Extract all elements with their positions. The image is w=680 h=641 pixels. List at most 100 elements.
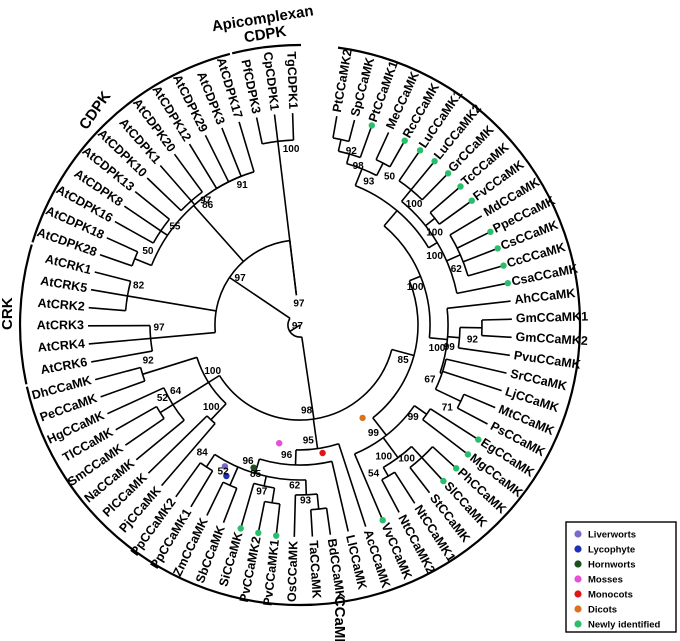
- branch-84: [214, 453, 306, 481]
- support-value-34: 52: [157, 393, 169, 404]
- branch-5: [372, 280, 419, 419]
- branch-105: [190, 470, 214, 508]
- branch-3: [218, 349, 393, 421]
- branch-147: [134, 190, 170, 220]
- branch-152: [173, 153, 203, 193]
- branch-91: [293, 494, 297, 537]
- branch-11: [346, 162, 378, 177]
- branch-116: [159, 404, 174, 414]
- legend-label: Dicots: [588, 605, 617, 616]
- branch-155: [188, 143, 218, 189]
- legend-label: Liverworts: [588, 530, 636, 541]
- taxon-markers: [221, 122, 511, 539]
- branch-62: [422, 408, 432, 421]
- branch-65: [382, 437, 399, 459]
- taxon-marker: [255, 529, 262, 537]
- leaf-label: GmCCaMK2: [515, 330, 588, 348]
- clade-label: CRK: [0, 297, 16, 330]
- branch-1: [287, 317, 302, 338]
- leaf-label: TaCCaMK: [306, 540, 323, 599]
- support-value-22: 95: [303, 435, 315, 446]
- support-value-36: 97: [235, 273, 247, 284]
- branch-156: [204, 134, 230, 183]
- branch-101: [222, 487, 238, 523]
- support-value-20: 100: [398, 453, 415, 464]
- branch-145: [114, 220, 154, 244]
- leaf-label: GmCCaMK1: [516, 309, 589, 325]
- taxon-marker: [464, 451, 472, 458]
- branch-10: [354, 168, 363, 186]
- branch-119: [115, 405, 157, 431]
- branch-115: [135, 419, 185, 461]
- branch-37: [456, 231, 491, 249]
- branch-6: [409, 275, 421, 282]
- branch-121: [142, 356, 198, 376]
- leaf-label: BdCCaMK: [325, 538, 348, 600]
- branch-106: [175, 462, 202, 498]
- branch-88: [310, 507, 327, 511]
- branch-120: [107, 387, 165, 415]
- support-value-39: 86: [202, 200, 214, 211]
- taxon-marker: [319, 449, 326, 457]
- support-value-26: 93: [300, 496, 312, 507]
- legend: LiverwortsLycophyteHornwortsMossesMonoco…: [565, 521, 677, 633]
- branch-56: [456, 393, 465, 409]
- support-value-6: 92: [346, 146, 358, 157]
- taxon-marker: [273, 532, 280, 539]
- branch-72: [382, 467, 389, 477]
- branch-19: [375, 162, 384, 176]
- branch-50: [458, 347, 510, 357]
- branch-144: [152, 218, 171, 244]
- support-value-11: 62: [451, 264, 463, 275]
- legend-swatch: [574, 545, 582, 553]
- support-value-41: 55: [169, 222, 181, 233]
- taxon-marker: [359, 414, 366, 422]
- branch-44: [447, 335, 460, 339]
- clade-bracket: [18, 244, 33, 385]
- support-value-25: 62: [289, 481, 301, 492]
- support-value-19: 100: [375, 451, 392, 462]
- branch-126: [214, 239, 290, 333]
- branch-163: [255, 117, 263, 145]
- taxon-marker: [457, 183, 464, 190]
- support-value-7: 50: [384, 172, 396, 183]
- branch-25: [400, 189, 412, 202]
- branch-31: [429, 212, 440, 225]
- branch-14: [337, 139, 342, 152]
- branch-23: [428, 241, 438, 249]
- branch-55: [435, 388, 462, 403]
- taxon-marker: [368, 122, 375, 129]
- branch-69: [432, 446, 457, 469]
- clade-label: CDPK: [76, 88, 114, 133]
- branch-30: [425, 217, 436, 227]
- taxon-marker: [500, 262, 507, 269]
- branch-38: [462, 247, 498, 263]
- support-value-8: 100: [426, 251, 443, 262]
- branch-85: [305, 479, 308, 495]
- taxon-marker: [379, 517, 386, 524]
- branch-89: [325, 507, 332, 535]
- branch-73: [381, 471, 396, 481]
- legend-swatch: [574, 590, 582, 598]
- branch-99: [229, 466, 239, 486]
- branch-158: [238, 121, 255, 173]
- branch-104: [199, 462, 214, 472]
- support-value-45: 100: [283, 144, 300, 155]
- support-value-27: 85: [250, 469, 262, 480]
- branch-136: [94, 271, 131, 282]
- support-value-0: 97: [292, 321, 304, 332]
- legend-label: Monocots: [588, 590, 633, 601]
- branch-20: [375, 158, 391, 168]
- support-value-14: 92: [467, 334, 479, 345]
- branch-113: [172, 381, 209, 406]
- leaf-label: AtCRK4: [37, 337, 85, 355]
- branch-18: [359, 125, 373, 158]
- branch-80: [294, 449, 297, 465]
- branch-150: [146, 177, 182, 212]
- tree-branches: [87, 113, 512, 537]
- branch-16: [332, 116, 338, 139]
- branch-33: [438, 200, 473, 225]
- branch-110: [206, 415, 216, 425]
- branch-125: [229, 276, 291, 319]
